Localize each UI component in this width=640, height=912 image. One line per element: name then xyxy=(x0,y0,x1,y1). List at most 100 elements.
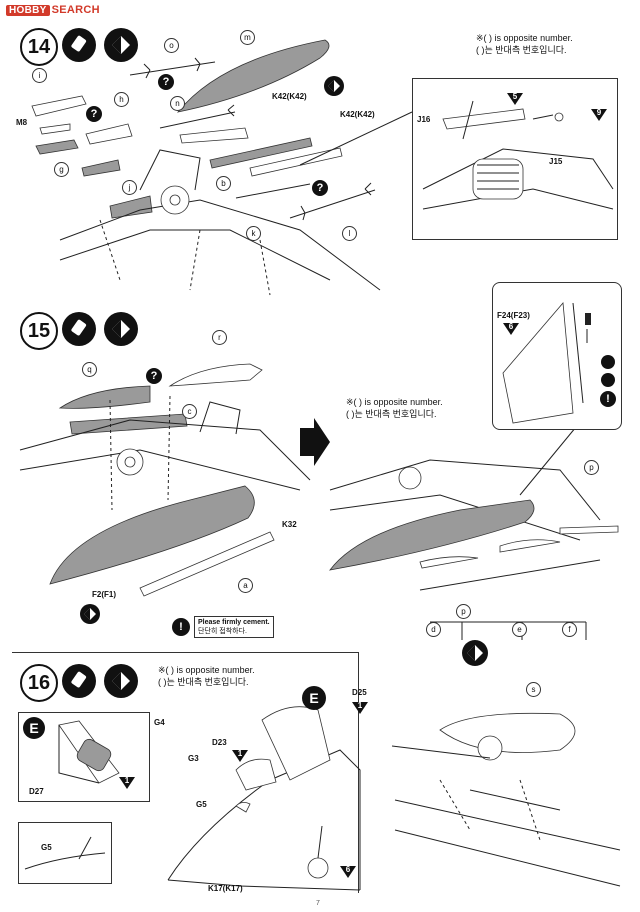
part-f: f xyxy=(562,622,577,637)
inset-seat: E D27 1 xyxy=(18,712,150,802)
glue-icon-shape xyxy=(71,35,87,52)
step-14-number: 14 xyxy=(20,28,58,66)
page-number: 7 xyxy=(316,900,320,907)
glue-icon-16-shape xyxy=(71,671,87,688)
option-icon-2: ? xyxy=(86,106,102,122)
part-r: r xyxy=(212,330,227,345)
paint-icon-15 xyxy=(104,312,138,346)
cement-icon: ! xyxy=(172,618,190,636)
cement-note-ko: 단단히 접착하다. xyxy=(198,628,247,635)
opposite-note-en: ※( ) is opposite number. xyxy=(476,33,573,43)
label-f24: F24(F23) xyxy=(497,311,530,320)
label-f2: F2(F1) xyxy=(92,590,116,599)
label-d25: D25 xyxy=(352,688,367,697)
e-marker-main: E xyxy=(302,686,326,710)
label-d23: D23 xyxy=(212,738,227,747)
label-j16: J16 xyxy=(417,115,431,124)
ref-triangle-1a xyxy=(119,777,135,789)
part-j: j xyxy=(122,180,137,195)
label-g5: G5 xyxy=(196,800,207,809)
ref-triangle-5 xyxy=(507,93,523,105)
ref-triangle-9 xyxy=(591,109,607,121)
e-marker: E xyxy=(23,717,45,739)
part-i: i xyxy=(32,68,47,83)
ref-1a: 1 xyxy=(124,776,130,785)
label-m8: M8 xyxy=(16,118,28,127)
watermark-suffix: SEARCH xyxy=(51,4,100,16)
inset-exhaust: J16 J15 5 9 xyxy=(412,78,618,240)
ref-triangle-6b xyxy=(340,866,356,878)
paint-icon-16 xyxy=(104,664,138,698)
part-c: c xyxy=(182,404,197,419)
inset-exhaust-drawing xyxy=(422,100,614,210)
part-q: q xyxy=(82,362,97,377)
label-j15: J15 xyxy=(549,157,563,166)
label-d27: D27 xyxy=(29,787,44,796)
paint-icon-f2-shape xyxy=(84,608,96,620)
step-16-number: 16 xyxy=(20,664,58,702)
part-p: p xyxy=(584,460,599,475)
cement-note-en: Please firmly cement. xyxy=(198,619,270,626)
part-l: l xyxy=(342,226,357,241)
part-o: o xyxy=(164,38,179,53)
caution-icon-inset: ! xyxy=(600,391,616,407)
glue-icon-inset xyxy=(601,355,615,369)
part-n: n xyxy=(170,96,185,111)
ref-triangle-1c xyxy=(232,750,248,762)
part-g: g xyxy=(54,162,69,177)
label-k42-b: K42(K42) xyxy=(340,110,375,119)
part-p-2: p xyxy=(456,604,471,619)
ref-5: 5 xyxy=(512,92,518,101)
opposite-note-16: ※( ) is opposite number. ( )는 반대측 번호입니다. xyxy=(158,664,255,688)
step-16-drawing xyxy=(167,706,621,891)
inset-g5-drawing xyxy=(24,836,106,870)
option-icon-15: ? xyxy=(146,368,162,384)
ref-triangle-1b xyxy=(352,702,368,714)
step-15-drawing xyxy=(19,363,619,640)
ref-6b: 6 xyxy=(345,865,351,874)
inset-seat-drawing xyxy=(58,720,120,784)
option-icon-3: ? xyxy=(312,180,328,196)
paint-icon-16-shape xyxy=(112,672,130,690)
paint-icon-small-shape xyxy=(328,80,340,92)
opposite-note-ko: ( )는 반대측 번호입니다. xyxy=(476,45,567,55)
paint-icon-15-shape xyxy=(112,320,130,338)
part-h: h xyxy=(114,92,129,107)
part-k: k xyxy=(246,226,261,241)
inset-g5: G5 xyxy=(18,822,112,884)
paint-icon-inset xyxy=(601,373,615,387)
inset-tail-drawing xyxy=(502,302,591,424)
opposite-note-14: ※( ) is opposite number. ( )는 반대측 번호입니다. xyxy=(476,32,573,56)
glue-icon-15 xyxy=(62,312,96,346)
part-m: m xyxy=(240,30,255,45)
glue-icon-15-shape xyxy=(71,319,87,336)
paint-icon-def-shape xyxy=(467,645,483,661)
opposite-note-15: ※( ) is opposite number. ( )는 반대측 번호입니다. xyxy=(346,396,443,420)
step-15-number: 15 xyxy=(20,312,58,350)
paint-icon-def xyxy=(462,640,488,666)
opposite-note-15-ko: ( )는 반대측 번호입니다. xyxy=(346,409,437,419)
paint-icon-f2 xyxy=(80,604,100,624)
label-k42-a: K42(K42) xyxy=(272,92,307,101)
glue-icon-16 xyxy=(62,664,96,698)
option-icon-1: ? xyxy=(158,74,174,90)
ref-1c: 1 xyxy=(237,749,243,758)
part-d: d xyxy=(426,622,441,637)
opposite-note-15-en: ※( ) is opposite number. xyxy=(346,397,443,407)
opposite-note-16-en: ※( ) is opposite number. xyxy=(158,665,255,675)
paint-icon xyxy=(104,28,138,62)
cement-note: Please firmly cement. 단단히 접착하다. xyxy=(194,616,274,638)
part-s: s xyxy=(526,682,541,697)
part-b: b xyxy=(216,176,231,191)
label-k32: K32 xyxy=(282,520,297,529)
paint-icon-small xyxy=(324,76,344,96)
part-e: e xyxy=(512,622,527,637)
paint-icon-shape xyxy=(112,36,130,54)
part-a: a xyxy=(238,578,253,593)
ref-1b: 1 xyxy=(357,701,363,710)
step-14-drawing xyxy=(31,39,413,296)
watermark-brand: HOBBY xyxy=(6,5,50,16)
opposite-note-16-ko: ( )는 반대측 번호입니다. xyxy=(158,677,249,687)
label-g3: G3 xyxy=(188,754,199,763)
